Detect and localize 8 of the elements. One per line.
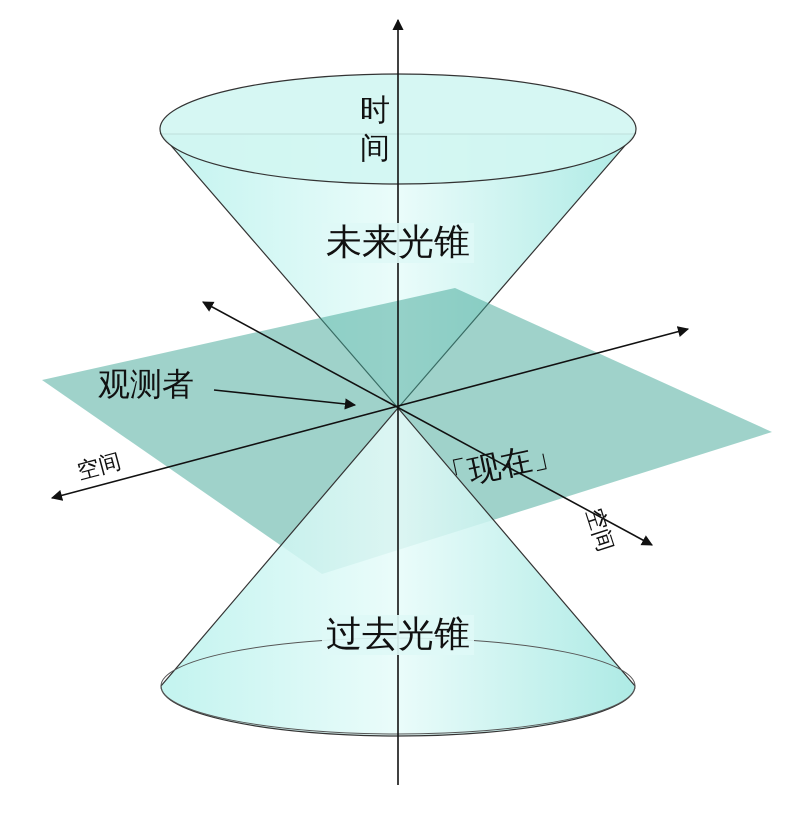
axis-label: 空间: [582, 506, 616, 554]
cone-label: 过去光锥: [322, 615, 474, 655]
axis-label: 时间: [360, 92, 390, 167]
leader-line: [214, 389, 356, 410]
future-light-cone: [158, 72, 638, 410]
axis-label: 空间: [75, 450, 124, 484]
plane-label: 「现在」: [434, 436, 566, 494]
observer-label: 观测者: [98, 368, 194, 400]
